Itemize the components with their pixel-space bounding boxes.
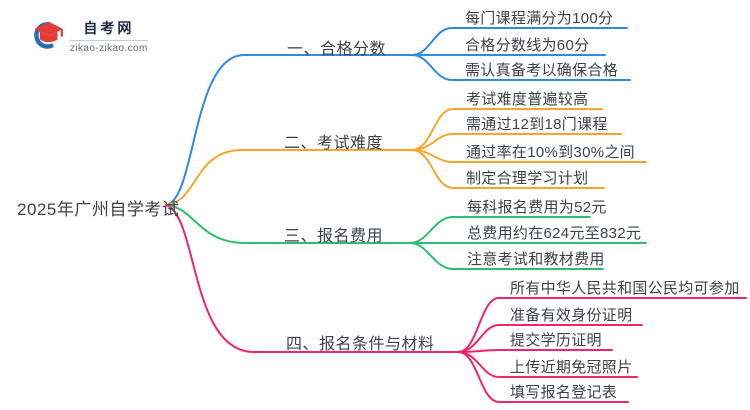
leaf-node: 需认真备考以确保合格 bbox=[465, 62, 619, 79]
leaf-node: 通过率在10%到30%之间 bbox=[466, 144, 635, 161]
logo-text: 自考网 zikao-zikao.com bbox=[70, 18, 148, 54]
branch-node-2: 二、考试难度 bbox=[284, 135, 384, 152]
logo-title: 自考网 bbox=[70, 18, 148, 41]
leaf-node: 需通过12到18门课程 bbox=[466, 116, 608, 133]
logo-cap bbox=[34, 21, 63, 43]
leaf-node: 提交学历证明 bbox=[510, 332, 602, 349]
graduation-cap-icon bbox=[34, 21, 63, 49]
leaf-node: 每科报名费用为52元 bbox=[467, 199, 607, 216]
logo-domain: zikao-zikao.com bbox=[70, 43, 148, 54]
site-logo: 自考网 zikao-zikao.com bbox=[28, 18, 148, 54]
leaf-node: 所有中华人民共和国公民均可参加 bbox=[510, 280, 740, 297]
leaf-node: 准备有效身份证明 bbox=[510, 307, 633, 324]
leaf-node: 上传近期免冠照片 bbox=[510, 359, 633, 376]
root-node: 2025年广州自学考试 bbox=[17, 200, 180, 219]
leaf-node: 制定合理学习计划 bbox=[466, 170, 589, 187]
leaf-node: 填写报名登记表 bbox=[510, 384, 618, 401]
branch-node-1: 一、合格分数 bbox=[287, 41, 387, 58]
branch-2-connectors bbox=[165, 108, 647, 206]
branch-node-4: 四、报名条件与材料 bbox=[286, 336, 435, 353]
leaf-node: 注意考试和教材费用 bbox=[467, 251, 605, 268]
branch-4-connectors bbox=[165, 204, 747, 403]
branch-3-connectors bbox=[165, 204, 647, 270]
leaf-node: 考试难度普遍较高 bbox=[466, 91, 589, 108]
branch-node-3: 三、报名费用 bbox=[284, 228, 384, 245]
leaf-node: 每门课程满分为100分 bbox=[465, 10, 614, 27]
leaf-node: 总费用约在624元至832元 bbox=[467, 225, 642, 242]
leaf-node: 合格分数线为60分 bbox=[465, 37, 590, 54]
branch-1-connectors bbox=[165, 27, 631, 206]
